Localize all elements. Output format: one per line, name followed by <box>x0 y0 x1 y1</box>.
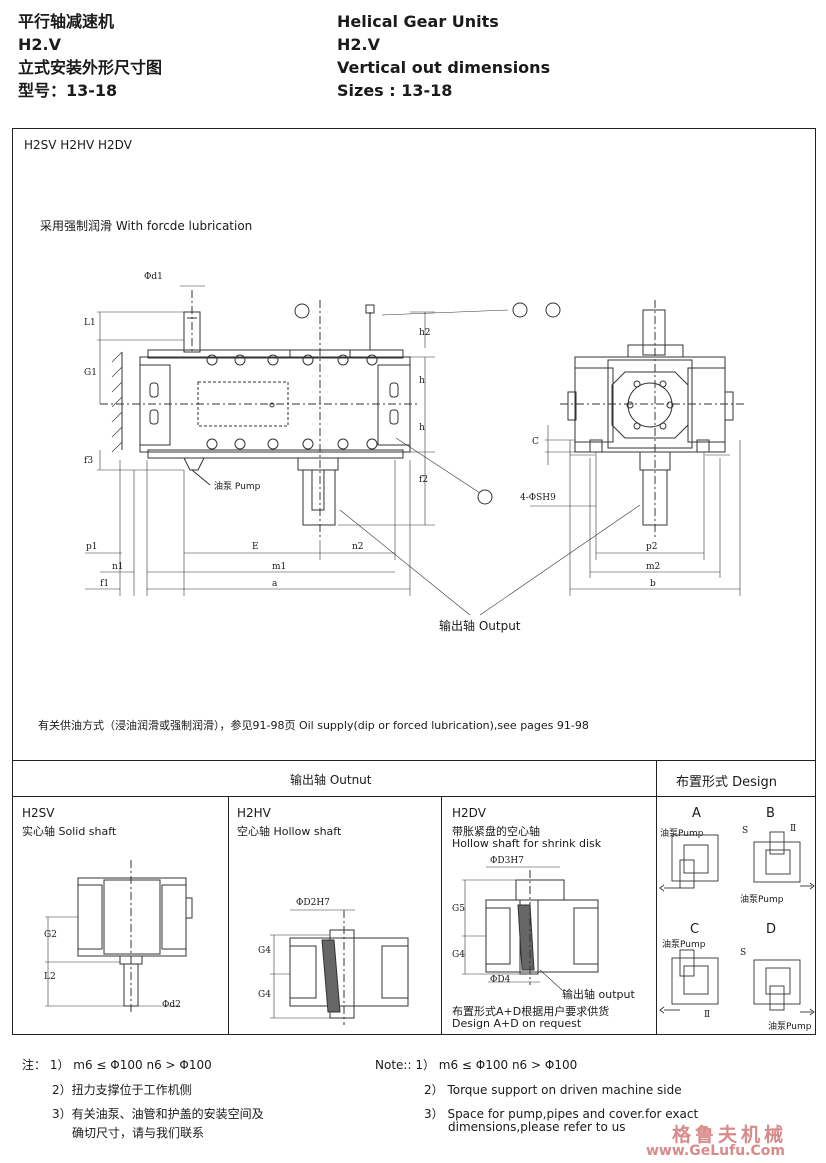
solid-shaft-code: H2SV <box>22 806 55 820</box>
design-b-ii: Ⅱ <box>790 824 797 834</box>
pump-label: 油泵 Pump <box>214 482 261 492</box>
dim-p2: p2 <box>646 542 658 552</box>
frame-divider-2 <box>12 796 816 797</box>
dim-p1: p1 <box>86 542 98 552</box>
dim-G1: G1 <box>84 368 97 378</box>
shrink-note-en: Design A+D on request <box>452 1017 582 1030</box>
notes-en-label: Note:: <box>375 1058 412 1072</box>
notes-en-2: 2） Torque support on driven machine side <box>424 1083 682 1097</box>
notes-cn-1: 1） m6 ≤ Φ100 n6 > Φ100 <box>49 1058 212 1072</box>
shrink-disk-code: H2DV <box>452 806 486 820</box>
notes-cn-2: 2）扭力支撑位于工作机侧 <box>52 1083 192 1097</box>
design-d-pump: 油泵Pump <box>768 1022 812 1032</box>
design-b-pump: 油泵Pump <box>740 895 784 905</box>
dim-G4-hollow-bottom: G4 <box>258 990 271 1000</box>
notes-en: Note:: 1） m6 ≤ Φ100 n6 > Φ100 <box>375 1053 577 1077</box>
frame-divider-v1 <box>656 760 657 1035</box>
design-c-s: S <box>740 948 747 958</box>
cn-title: 平行轴减速机 <box>18 12 115 31</box>
dim-G4-hollow-top: G4 <box>258 946 271 956</box>
en-model: H2.V <box>337 35 380 54</box>
watermark-url: www.GeLufu.Com <box>646 1143 785 1159</box>
dim-holes: 4-ΦSH9 <box>520 493 556 503</box>
output-table-title: 输出轴 Outnut <box>290 773 372 787</box>
design-a-pump: 油泵Pump <box>660 829 704 839</box>
notes-en-1: 1） m6 ≤ Φ100 n6 > Φ100 <box>415 1058 578 1072</box>
en-subtitle: Vertical out dimensions <box>337 58 551 77</box>
shrink-note-cn: 布置形式A+D根据用户要求供货 <box>452 1005 610 1018</box>
dim-E: E <box>252 542 259 552</box>
drawing-frame <box>12 128 816 1035</box>
dim-f3: f3 <box>84 456 94 466</box>
oil-supply-note: 有关供油方式（浸油润滑或强制润滑），参见91-98页 Oil supply(di… <box>38 719 589 732</box>
design-d-letter: D <box>766 922 777 937</box>
dim-n2: n2 <box>352 542 364 552</box>
notes-cn-3: 3）有关油泵、油管和护盖的安装空间及 <box>52 1107 264 1121</box>
dim-G5: G5 <box>452 904 465 914</box>
notes-en-3: 3） Space for pump,pipes and cover.for ex… <box>424 1107 699 1121</box>
dim-h-bottom: h <box>419 423 425 433</box>
notes-cn: 注： 1） m6 ≤ Φ100 n6 > Φ100 <box>22 1053 212 1077</box>
design-b-letter: B <box>766 806 775 821</box>
cn-subtitle: 立式安装外形尺寸图 <box>18 58 163 77</box>
dim-D3H7: ΦD3H7 <box>490 856 524 866</box>
shrink-output-label: 输出轴 output <box>562 988 635 1001</box>
dim-h-top: h <box>419 376 425 386</box>
dim-m2: m2 <box>646 562 661 572</box>
dim-m1: m1 <box>272 562 287 572</box>
dim-h2: h2 <box>419 328 431 338</box>
frame-divider-v3 <box>441 796 442 1035</box>
notes-cn-label: 注： <box>22 1058 47 1072</box>
hollow-shaft-code: H2HV <box>237 806 271 820</box>
lubrication-label: 采用强制润滑 With forcde lubrication <box>40 219 253 233</box>
notes-cn-4: 确切尺寸，请与我们联系 <box>72 1126 205 1140</box>
hollow-shaft-name: 空心轴 Hollow shaft <box>237 825 342 838</box>
dim-L2: L2 <box>44 972 56 982</box>
header-cn: 平行轴减速机 H2.V 立式安装外形尺寸图 型号：13-18 <box>18 10 162 102</box>
output-label: 输出轴 Output <box>439 619 521 633</box>
solid-shaft-name: 实心轴 Solid shaft <box>22 825 117 838</box>
en-title: Helical Gear Units <box>337 12 499 31</box>
design-d-ii: Ⅱ <box>704 1010 711 1020</box>
dim-d2: Φd2 <box>162 1000 181 1010</box>
dim-L1: L1 <box>84 318 96 328</box>
shrink-disk-name-cn: 带胀紧盘的空心轴 <box>452 825 540 838</box>
watermark-cn: 格鲁夫机械 <box>672 1124 788 1146</box>
design-a-s: S <box>742 826 749 836</box>
shrink-disk-name-en: Hollow shaft for shrink disk <box>452 837 602 850</box>
design-a-letter: A <box>692 806 701 821</box>
header-en: Helical Gear Units H2.V Vertical out dim… <box>337 10 550 102</box>
dim-d1: Φd1 <box>144 272 163 282</box>
notes-en-4: dimensions,please refer to us <box>448 1120 626 1134</box>
models-label: H2SV H2HV H2DV <box>24 138 132 152</box>
en-sizes: Sizes : 13-18 <box>337 81 453 100</box>
dim-n1: n1 <box>112 562 124 572</box>
cn-model: H2.V <box>18 35 61 54</box>
dim-f1: f1 <box>100 579 110 589</box>
design-c-pump: 油泵Pump <box>662 940 706 950</box>
dim-G2: G2 <box>44 930 57 940</box>
frame-divider-v2 <box>228 796 229 1035</box>
dim-C: C <box>532 437 539 447</box>
dim-G4-shrink: G4 <box>452 950 465 960</box>
design-title: 布置形式 Design <box>676 775 778 790</box>
dim-f2: f2 <box>419 475 429 485</box>
dim-D2H7: ΦD2H7 <box>296 898 330 908</box>
dim-a: a <box>272 579 278 589</box>
dim-D4: ΦD4 <box>490 975 511 985</box>
cn-sizes: 型号：13-18 <box>18 81 118 100</box>
design-c-letter: C <box>690 922 700 937</box>
frame-divider-1 <box>12 760 816 761</box>
dim-b: b <box>650 579 656 589</box>
